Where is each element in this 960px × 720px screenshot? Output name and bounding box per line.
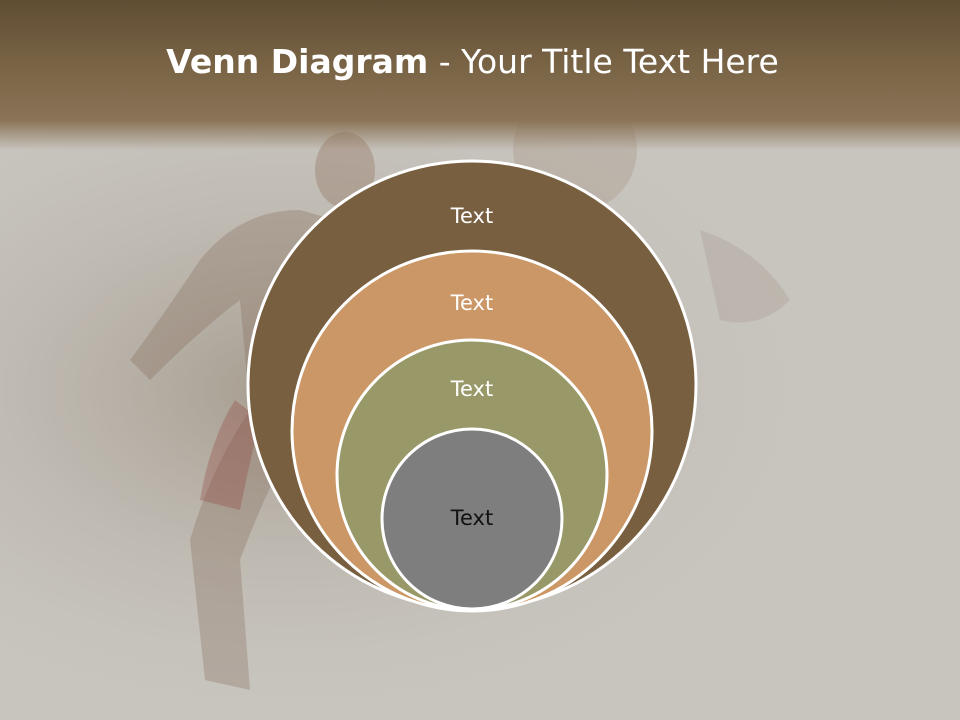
slide-title: Venn Diagram - Your Title Text Here bbox=[0, 40, 945, 84]
venn-circle-1-label: Text bbox=[450, 204, 493, 228]
title-rest: - Your Title Text Here bbox=[428, 42, 779, 81]
venn-circle-4-label: Text bbox=[450, 506, 493, 530]
venn-circle-2-label: Text bbox=[450, 291, 493, 315]
venn-circle-3-label: Text bbox=[450, 377, 493, 401]
venn-circle-4: Text bbox=[380, 427, 564, 611]
header-band bbox=[0, 0, 960, 150]
venn-circle-4-shape bbox=[380, 427, 564, 611]
title-bold: Venn Diagram bbox=[166, 42, 429, 81]
